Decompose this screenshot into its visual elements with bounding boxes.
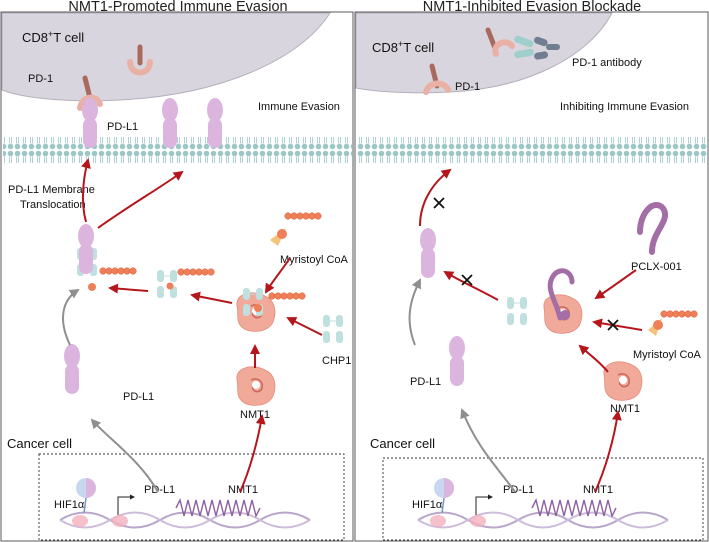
left-nmt1-chp1-complex <box>236 287 306 333</box>
left-hif-label: HIF1α <box>54 499 85 511</box>
left-panel-title: NMT1-Promoted Immune Evasion <box>68 0 287 15</box>
right-cell-membrane <box>357 134 707 164</box>
right-gene-wave <box>531 497 617 519</box>
right-arrow-myristoyl-to-nmt1 <box>592 318 643 331</box>
left-membrane-pdl1-3 <box>207 98 223 148</box>
left-gene-wave <box>175 497 261 519</box>
right-pd1-on-antibody <box>485 27 515 57</box>
right-myristoyl-coa <box>648 310 698 336</box>
block-x-chp1 <box>461 274 473 286</box>
right-chp1 <box>506 296 528 326</box>
right-pdl1-cytosol <box>449 336 465 386</box>
right-gene-pdl1-label: PD-L1 <box>503 484 534 496</box>
right-t-cell-label: CD8+T cell <box>372 39 434 55</box>
left-nucleus-box <box>38 453 345 541</box>
left-myristoyl-label: Myristoyl CoA <box>280 254 349 266</box>
right-panel-title: NMT1-Inhibited Evasion Blockade <box>423 0 641 15</box>
right-nmt1-label: NMT1 <box>610 403 640 415</box>
left-arrow-myristoyl-to-nmt1 <box>264 257 291 294</box>
right-pdl1-top <box>420 228 436 278</box>
right-arrow-pdl1-up <box>408 278 421 346</box>
left-arrow-gene-to-pdl1 <box>90 418 159 493</box>
left-arrow-chp1-to-complex <box>108 283 149 294</box>
left-arrow-complex-to-membrane-2 <box>97 170 184 229</box>
translocation-label-1: PD-L1 Membrane <box>8 184 95 196</box>
left-t-cell <box>1 12 331 102</box>
right-arrow-to-membrane-blocked <box>419 168 452 227</box>
left-membrane-pdl1-2 <box>162 98 178 148</box>
left-arrow-pdl1-up <box>62 288 80 346</box>
right-panel-frame <box>354 11 709 542</box>
right-gene-nmt1-label: NMT1 <box>583 484 613 496</box>
left-arrow-chp1-to-nmt1 <box>286 317 323 336</box>
left-pdl1-cytosol <box>64 344 80 394</box>
right-hif1a-icon <box>434 478 454 514</box>
right-arrow-gene-to-pdl1 <box>460 408 516 493</box>
translocation-label-2: Translocation <box>20 199 86 211</box>
left-nmt1-label: NMT1 <box>240 409 270 421</box>
right-cancer-cell-label: Cancer cell <box>370 436 435 451</box>
left-gene-nmt1-label: NMT1 <box>228 484 258 496</box>
left-pd1-receptor-bound <box>77 75 103 111</box>
right-arrow-gene-to-nmt1 <box>594 410 622 493</box>
pd1-antibody-label: PD-1 antibody <box>572 57 642 69</box>
right-arrow-chp1-to-pdl1-blocked <box>443 270 499 301</box>
chp1-label: CHP1 <box>322 355 351 367</box>
right-nmt1-free <box>603 361 643 402</box>
right-myristoyl-label: Myristoyl CoA <box>633 349 702 361</box>
block-x-membrane <box>433 197 445 209</box>
right-nucleus-box <box>382 457 704 541</box>
block-x-myristoyl <box>607 319 619 331</box>
left-chp1-myristoylated <box>156 268 215 299</box>
left-cancer-cell-label: Cancer cell <box>7 436 72 451</box>
right-pdl1-cyto-label: PD-L1 <box>410 376 441 388</box>
right-dna <box>417 511 669 529</box>
left-arrow-complex-to-membrane-1 <box>81 158 91 223</box>
left-gene-pdl1-label: PD-L1 <box>144 484 175 496</box>
left-cell-membrane <box>3 134 352 164</box>
left-pd1-receptor-free <box>127 44 153 76</box>
left-pdl1-membrane-label: PD-L1 <box>107 121 138 133</box>
right-nmt1-inhibited <box>543 268 583 335</box>
left-pd1-label: PD-1 <box>28 73 53 85</box>
left-myristoyl-coa <box>270 212 322 246</box>
left-chp1-free <box>322 314 344 344</box>
pd1-antibody-icon <box>514 35 560 60</box>
left-arrow-gene-to-nmt1 <box>239 414 266 493</box>
right-hif-label: HIF1α <box>412 499 443 511</box>
left-panel-frame <box>0 11 354 542</box>
right-arrow-pclx-to-nmt1 <box>594 269 637 300</box>
left-pdl1-chp1-complex <box>76 224 137 291</box>
pclx-label: PCLX-001 <box>631 261 682 273</box>
left-arrow-nmt1-to-chp1 <box>190 291 233 304</box>
left-membrane-pdl1-1 <box>82 98 98 148</box>
right-pd1-receptor <box>423 63 451 95</box>
left-hif1a-icon <box>76 478 96 514</box>
immune-evasion-label: Immune Evasion <box>258 101 340 113</box>
left-nmt1-free <box>236 366 276 407</box>
left-promoter-arrow <box>117 494 135 515</box>
right-t-cell <box>355 12 613 94</box>
right-promoter-arrow <box>475 494 493 515</box>
inhibiting-label: Inhibiting Immune Evasion <box>560 101 689 113</box>
right-arrow-nmt1-to-complex <box>578 344 609 373</box>
left-pdl1-cyto-label: PD-L1 <box>123 391 154 403</box>
left-t-cell-label: CD8+T cell <box>22 29 84 45</box>
right-pd1-label: PD-1 <box>455 81 480 93</box>
pclx-001-molecule <box>637 202 668 255</box>
